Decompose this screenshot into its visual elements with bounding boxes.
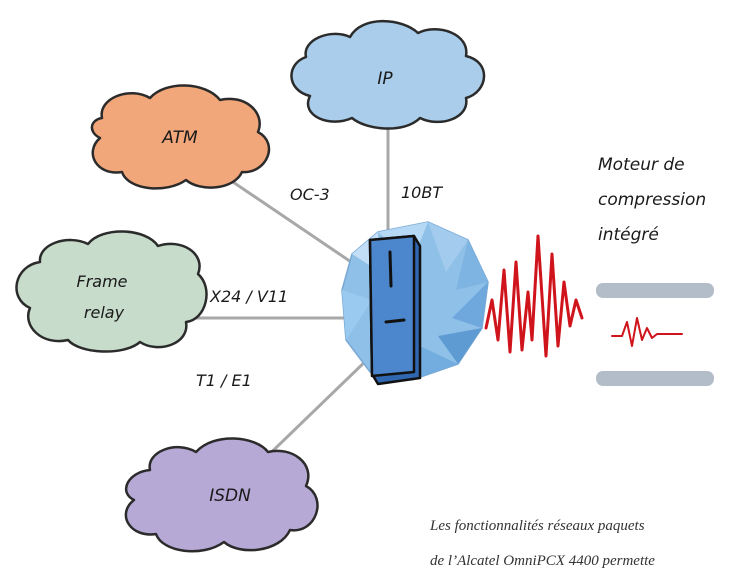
cloud-frame-relay: Frame relay <box>15 230 208 353</box>
engine-label-2: compression <box>598 190 706 210</box>
cloud-isdn: ISDN <box>124 437 319 553</box>
link-label-t1-e1: T1 / E1 <box>196 371 252 390</box>
link-label-oc3: OC-3 <box>290 185 330 204</box>
cloud-atm-label: ATM <box>161 128 198 148</box>
caption-line-2: de l’Alcatel OmniPCX 4400 permette <box>430 553 655 569</box>
engine-label-1: Moteur de <box>598 155 685 175</box>
bar-bottom <box>596 371 714 386</box>
line-isdn <box>253 353 374 470</box>
link-label-10bt: 10BT <box>401 183 443 202</box>
engine-label-3: intégré <box>598 225 659 245</box>
cloud-atm: ATM <box>90 84 271 190</box>
cloud-ip-label: IP <box>377 69 393 89</box>
connection-lines <box>190 118 390 470</box>
pbx-cabinet-icon <box>368 234 422 386</box>
waveform-large <box>484 234 584 358</box>
cloud-isdn-label: ISDN <box>209 486 251 506</box>
line-atm <box>229 178 361 270</box>
cloud-ip: IP <box>290 19 486 130</box>
bar-top <box>596 283 714 298</box>
caption-line-1: Les fonctionnalités réseaux paquets <box>430 518 645 534</box>
waveform-small <box>611 317 683 347</box>
cloud-frame-relay-label-1: Frame <box>76 272 127 291</box>
cloud-frame-relay-label-2: relay <box>84 303 125 322</box>
link-label-x24-v11: X24 / V11 <box>209 287 288 306</box>
